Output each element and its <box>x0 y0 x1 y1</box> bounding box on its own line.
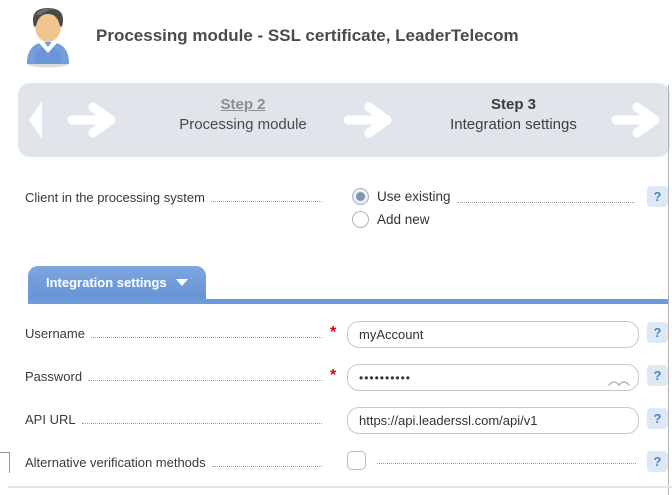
radio-add-new[interactable] <box>352 211 369 228</box>
header: Processing module - SSL certificate, Lea… <box>0 0 672 78</box>
arrow-right-icon <box>66 100 122 140</box>
closed-eye-icon[interactable] <box>608 374 630 392</box>
tab-underline <box>28 299 669 304</box>
api-url-label: API URL <box>25 412 76 427</box>
tab-integration-settings[interactable]: Integration settings <box>28 266 206 299</box>
username-row: Username * ? <box>25 321 668 349</box>
arrow-right-icon <box>610 100 666 140</box>
radio-option-add-new[interactable]: Add new <box>352 208 638 231</box>
help-icon[interactable]: ? <box>647 186 668 207</box>
caret-down-icon <box>175 279 188 286</box>
dotted-leader <box>210 200 322 202</box>
required-marker: * <box>330 324 337 341</box>
password-input[interactable] <box>347 364 639 391</box>
radio-add-new-label: Add new <box>377 212 430 227</box>
client-in-processing-system-row: Client in the processing system Use exis… <box>25 185 668 239</box>
radio-option-use-existing[interactable]: Use existing <box>352 185 638 208</box>
step-2-link[interactable]: Step 2 Processing module <box>153 95 333 135</box>
username-label: Username <box>25 326 85 341</box>
chevron-left-icon[interactable] <box>26 100 44 145</box>
alternative-verification-checkbox[interactable] <box>347 451 366 470</box>
page-title: Processing module - SSL certificate, Lea… <box>96 26 519 45</box>
help-icon[interactable]: ? <box>647 322 668 343</box>
radio-use-existing-label: Use existing <box>377 189 451 204</box>
help-icon[interactable]: ? <box>647 451 668 472</box>
radio-use-existing[interactable] <box>352 188 369 205</box>
api-url-row: API URL ? <box>25 407 668 435</box>
dotted-leader <box>456 201 635 203</box>
arrow-right-icon <box>342 100 398 140</box>
required-marker: * <box>330 367 337 384</box>
tab-label: Integration settings <box>46 275 167 290</box>
password-label: Password <box>25 369 83 384</box>
dotted-leader <box>88 379 322 381</box>
container-right-border <box>668 85 669 495</box>
step-3-number: Step 3 <box>490 96 536 113</box>
step-progress-bar: Step 2 Processing module Step 3 Integrat… <box>18 83 670 157</box>
section-divider <box>8 486 672 488</box>
user-avatar-icon <box>22 6 74 68</box>
dotted-leader <box>211 465 322 467</box>
password-row: Password * ? <box>25 364 668 392</box>
help-icon[interactable]: ? <box>647 408 668 429</box>
alternative-verification-row: Alternative verification methods ? <box>25 450 668 478</box>
step-3-label: Integration settings <box>450 116 577 133</box>
alternative-verification-label: Alternative verification methods <box>25 455 206 470</box>
dotted-leader <box>90 336 322 338</box>
client-radio-group: Use existing Add new <box>352 185 638 231</box>
username-input[interactable] <box>347 321 639 348</box>
dotted-leader <box>377 462 636 464</box>
step-2-label: Processing module <box>179 116 307 133</box>
help-icon[interactable]: ? <box>647 365 668 386</box>
dotted-leader <box>81 422 322 424</box>
step-3-current: Step 3 Integration settings <box>416 95 611 135</box>
clipped-element-corner <box>0 452 10 473</box>
step-2-number[interactable]: Step 2 <box>220 96 266 113</box>
api-url-input[interactable] <box>347 407 639 434</box>
client-row-label: Client in the processing system <box>25 190 205 205</box>
